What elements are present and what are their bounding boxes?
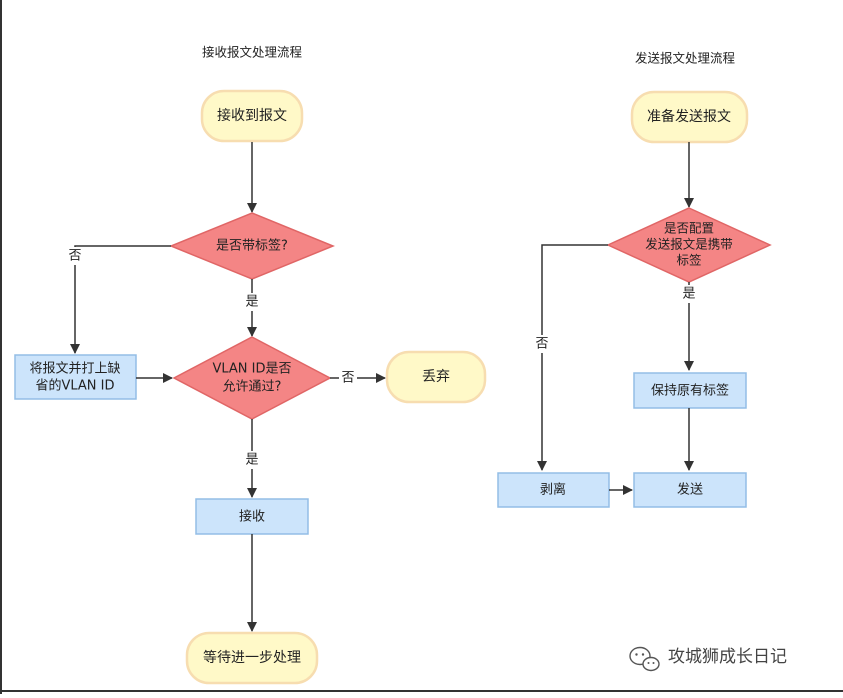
keep-tag-node [633, 372, 747, 409]
label-bg-no-vlan [339, 369, 357, 387]
strip-tag-node [497, 472, 610, 508]
tag-config-line3: 标签 [676, 253, 702, 268]
wait-further-processing-label: 等待进一步处理 [203, 649, 301, 666]
add-default-vlan-node [14, 354, 137, 400]
discard-node [385, 350, 487, 404]
wait-further-processing-node [185, 631, 319, 685]
add-default-vlan-line2: 省的VLAN ID [35, 378, 114, 394]
vlan-allowed-line2: 允许通过? [223, 379, 282, 395]
tagged-check-label: 是否带标签? [216, 238, 288, 254]
edge-label-no-right: 否 [535, 337, 548, 352]
add-default-vlan-line1: 将报文并打上缺 [29, 362, 120, 377]
edge-no-tag-to-strip [537, 244, 608, 471]
edge-label-yes-vlan: 是 [245, 453, 258, 468]
keep-tag-label: 保持原有标签 [651, 383, 729, 399]
send-label: 发送 [677, 482, 703, 498]
vlan-allowed-decision [172, 336, 332, 420]
edge-untagged-to-add-tag [70, 245, 171, 354]
edge-label-yes-right: 是 [682, 287, 695, 302]
right-flow-title: 发送报文处理流程 [635, 51, 736, 66]
watermark-text: 攻城狮成长日记 [668, 647, 787, 667]
tag-config-line2: 发送报文是携带 [645, 237, 733, 252]
strip-tag-label: 剥离 [540, 482, 566, 498]
edge-label-no-tagged: 否 [68, 249, 81, 264]
vlan-allowed-line1: VLAN ID是否 [212, 362, 291, 377]
frame-left-border [0, 0, 2, 694]
send-node [633, 472, 747, 508]
edge-label-no-vlan: 否 [341, 371, 354, 386]
label-bg-yes-tagged [243, 293, 261, 311]
label-bg-yes-vlan [243, 451, 261, 469]
label-bg-no-right [533, 335, 551, 353]
label-bg-yes-right [680, 285, 698, 303]
discard-label: 丢弃 [422, 369, 450, 385]
wechat-icon [629, 646, 660, 672]
receive-label: 接收 [239, 509, 265, 525]
prepare-send-label: 准备发送报文 [647, 108, 731, 125]
edge-label-yes-tagged: 是 [245, 295, 258, 310]
label-bg-no-tagged [66, 247, 84, 265]
receive-start-label: 接收到报文 [217, 107, 287, 124]
frame-bottom-border [0, 690, 843, 692]
receive-start-node [200, 89, 304, 143]
left-flow-title: 接收报文处理流程 [202, 45, 303, 60]
tag-config-line1: 是否配置 [664, 221, 714, 236]
